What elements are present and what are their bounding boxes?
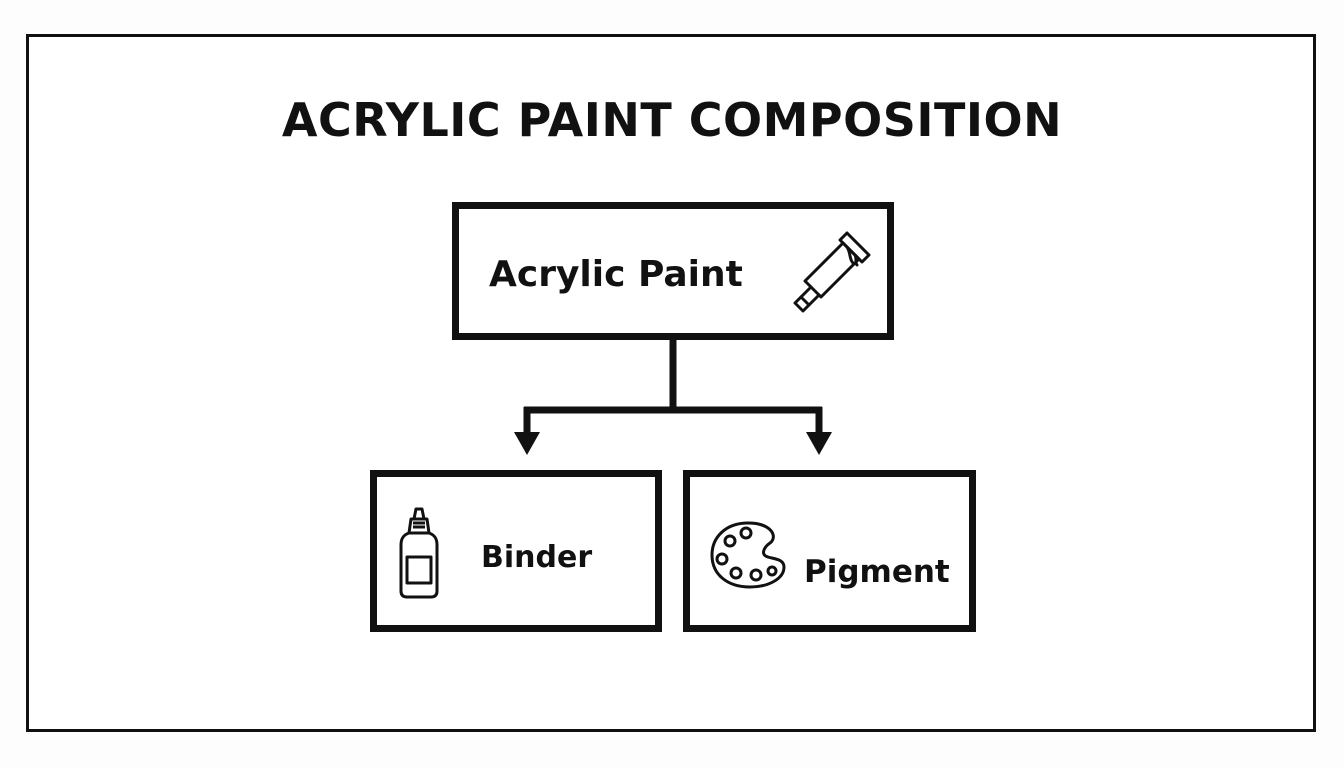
node-acrylic-paint: Acrylic Paint [452,202,894,340]
node-acrylic-paint-label: Acrylic Paint [489,254,743,295]
diagram-title: ACRYLIC PAINT COMPOSITION [281,93,1063,147]
paint-tube-icon [793,231,871,313]
node-binder: Binder [370,470,662,632]
glue-bottle-icon [399,507,439,599]
node-pigment-label: Pigment [804,554,950,590]
palette-icon [710,521,786,589]
node-pigment: Pigment [683,470,976,632]
node-binder-label: Binder [481,540,593,575]
